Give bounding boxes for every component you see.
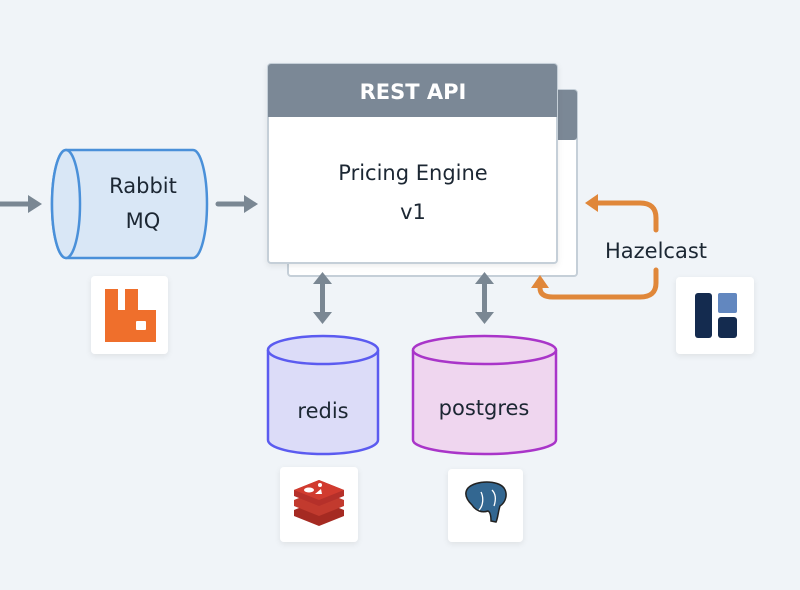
arrow-engine-postgres: [475, 272, 494, 324]
pricing-engine-title: Pricing Engine: [338, 161, 487, 185]
postgresql-elephant-icon: [448, 469, 523, 542]
hazelcast-arrowhead-bottom: [531, 275, 549, 288]
rabbitmq-queue: Rabbit MQ: [50, 148, 209, 260]
postgres-database: postgres: [411, 334, 558, 456]
hazelcast-label: Hazelcast: [605, 239, 707, 263]
rest-api-header: REST API: [360, 80, 467, 104]
arrow-rabbitmq-to-engine: [215, 195, 258, 213]
hazelcast-arrowhead-top: [585, 194, 598, 212]
redis-logo-icon: [280, 467, 358, 542]
hazelcast-logo-icon: [676, 277, 754, 354]
hazelcast-sync-arrows: [537, 200, 659, 300]
rabbitmq-label-line2: MQ: [126, 209, 161, 233]
redis-label: redis: [297, 399, 348, 423]
arrow-engine-redis: [313, 272, 332, 324]
rabbitmq-logo-icon: [91, 276, 168, 354]
incoming-arrow: [0, 195, 42, 213]
pricing-engine-card: REST API Pricing Engine v1: [267, 63, 558, 264]
redis-database: redis: [266, 334, 380, 456]
rabbitmq-label-line1: Rabbit: [109, 174, 177, 198]
pricing-engine-version: v1: [400, 200, 426, 224]
postgres-label: postgres: [439, 396, 530, 420]
